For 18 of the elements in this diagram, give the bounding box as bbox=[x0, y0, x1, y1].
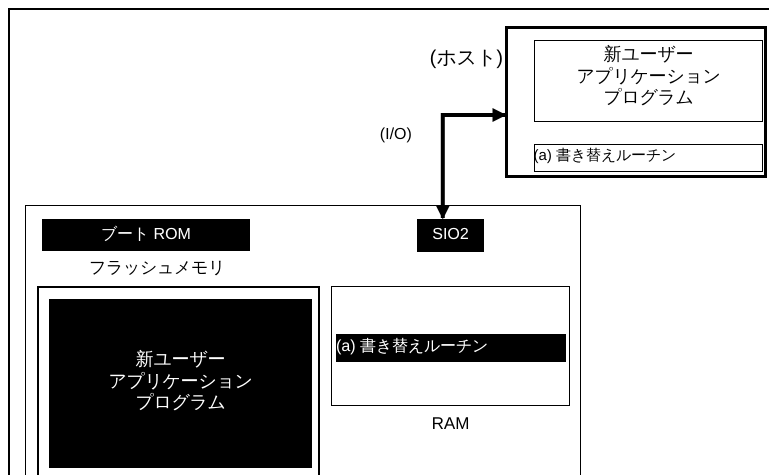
block-label: (a) 書き替えルーチン bbox=[534, 146, 677, 164]
memory-label: RAM bbox=[430, 414, 470, 434]
edge-label: (I/O) bbox=[380, 125, 412, 144]
program-box bbox=[534, 40, 763, 122]
program-block bbox=[49, 299, 312, 468]
block-label: 新ユーザーアプリケーションプログラム bbox=[108, 349, 254, 414]
routine-block bbox=[336, 334, 566, 362]
block-label: 新ユーザーアプリケーションプログラム bbox=[576, 44, 722, 109]
microcontroller-box bbox=[25, 205, 581, 475]
block-label: ブート ROM bbox=[100, 225, 192, 244]
boot-rom-block bbox=[42, 219, 250, 251]
block-label: (a) 書き替えルーチン bbox=[336, 337, 489, 356]
host-label: (ホスト) bbox=[428, 46, 503, 70]
memory-label: フラッシュメモリ bbox=[88, 258, 226, 278]
double-arrow bbox=[436, 108, 506, 220]
block-label: SIO2 bbox=[431, 225, 470, 244]
sio-block bbox=[417, 219, 484, 252]
routine-box bbox=[534, 144, 763, 172]
